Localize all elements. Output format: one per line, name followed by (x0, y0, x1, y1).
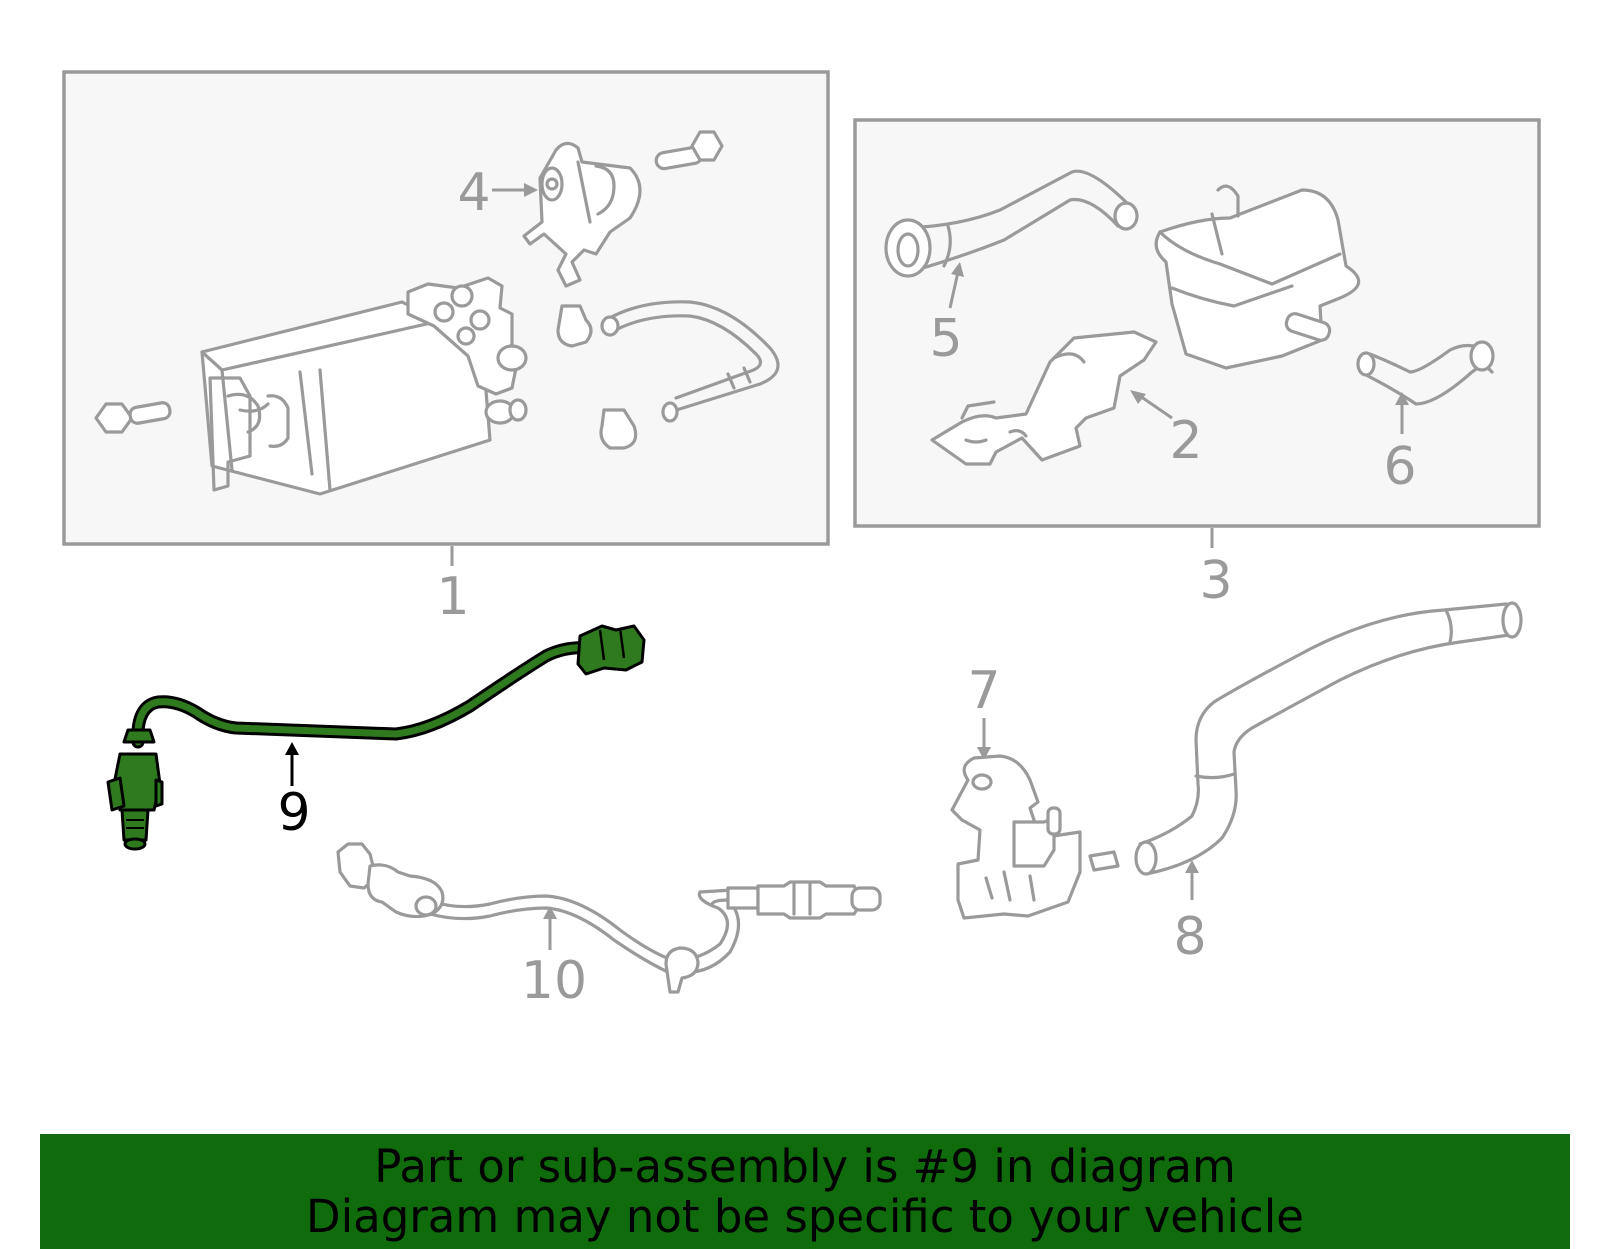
callout-number-8: 8 (1173, 907, 1206, 967)
callout-arrow (492, 183, 538, 197)
callout-arrow (1130, 390, 1173, 420)
purge-valve-icon (522, 141, 642, 288)
callout-arrow (543, 906, 557, 950)
callout-arrow (1395, 392, 1409, 434)
bolt-icon (94, 401, 172, 434)
callout-number-7: 7 (967, 661, 1000, 721)
callout-number-6: 6 (1383, 437, 1416, 497)
callout-arrow-9 (285, 742, 299, 786)
info-banner: Part or sub-assembly is #9 in diagram Di… (40, 1134, 1570, 1249)
charcoal-canister-icon (200, 276, 528, 496)
oxygen-sensor-icon[interactable] (106, 624, 646, 851)
callout-number-5: 5 (929, 309, 962, 369)
callout-number-4: 4 (457, 163, 490, 223)
banner-line-1: Part or sub-assembly is #9 in diagram (374, 1139, 1236, 1193)
vapor-filter-icon (1154, 184, 1361, 370)
bolt-icon (654, 130, 724, 171)
hose-clip-icon (556, 304, 638, 450)
callout-number-2: 2 (1169, 411, 1202, 471)
vacuum-hose-icon (1356, 340, 1495, 406)
vacuum-hose-icon (884, 169, 1139, 278)
vacuum-hose-icon (600, 300, 780, 423)
vsv-valve-icon (950, 754, 1120, 920)
callout-number-10: 10 (521, 951, 587, 1011)
callout-arrow (948, 262, 964, 309)
bracket-icon (930, 330, 1158, 466)
callout-number-9: 9 (277, 783, 310, 843)
callout-arrow (977, 718, 991, 760)
oxygen-sensor-icon (336, 842, 882, 994)
callout-arrow (1185, 860, 1199, 900)
callout-number-1: 1 (436, 567, 469, 627)
vacuum-hose-icon (1134, 601, 1523, 876)
callout-number-3: 3 (1199, 551, 1232, 611)
banner-line-2: Diagram may not be specific to your vehi… (306, 1189, 1304, 1243)
